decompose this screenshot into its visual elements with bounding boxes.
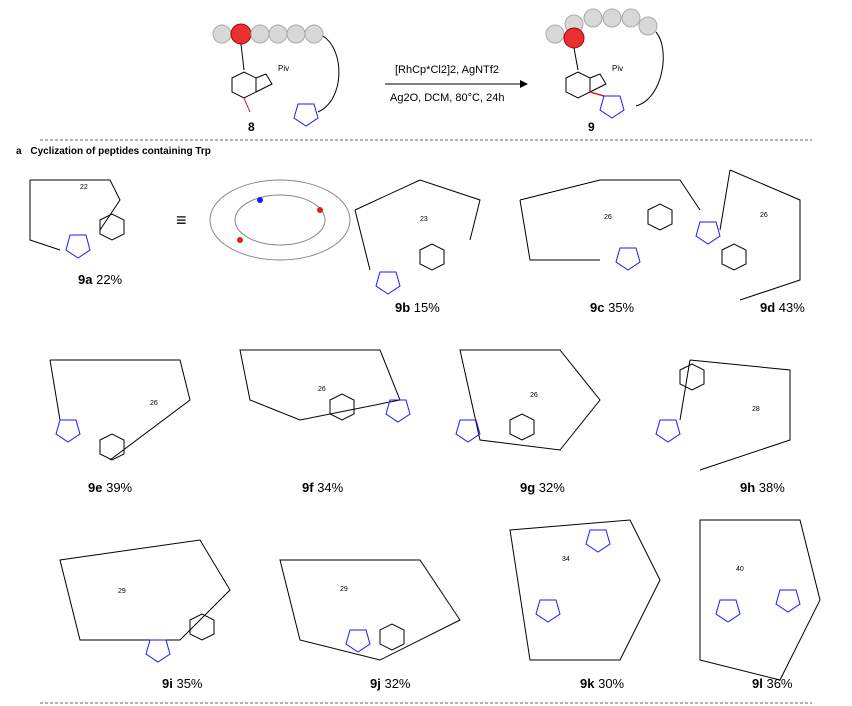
ring-size: 28 xyxy=(752,406,760,413)
section-heading: a Cyclization of peptides containing Trp xyxy=(16,146,217,157)
section-letter: a xyxy=(16,146,22,157)
crystal-structure xyxy=(209,179,351,261)
compound-label: 9f 34% xyxy=(302,480,344,495)
compound-label: 9j 32% xyxy=(370,676,411,691)
compound-label: 9k 30% xyxy=(580,676,625,691)
section-title: Cyclization of peptides containing Trp xyxy=(30,146,211,157)
ring-size: 23 xyxy=(420,216,428,223)
compound-8-label: 8 xyxy=(248,120,255,134)
ring-size: 26 xyxy=(318,386,326,393)
compound-label: 9l 36% xyxy=(752,676,793,691)
compound-label: 9g 32% xyxy=(520,480,565,495)
reagents-line2: Ag2O, DCM, 80°C, 24h xyxy=(390,92,505,104)
peptide-beads-start xyxy=(212,23,324,45)
compound-label: 9e 39% xyxy=(88,480,133,495)
ring-size: 34 xyxy=(562,556,570,563)
reagents-line1: [RhCp*Cl2]2, AgNTf2 xyxy=(395,64,499,76)
compound-label: 9h 38% xyxy=(740,480,785,495)
ring-size: 29 xyxy=(340,586,348,593)
peptide-beads-product xyxy=(545,8,658,49)
piv-label: Piv xyxy=(278,64,290,73)
ring-size: 26 xyxy=(604,214,612,221)
compound-label: 9b 15% xyxy=(395,300,440,315)
compound-label: 9i 35% xyxy=(162,676,203,691)
ring-size: 22 xyxy=(80,184,88,191)
svg-text:≡: ≡ xyxy=(176,210,187,230)
ring-size: 26 xyxy=(760,212,768,219)
piv-label: Piv xyxy=(612,64,624,73)
ring-size: 40 xyxy=(736,566,744,573)
ring-size: 26 xyxy=(530,392,538,399)
compound-label: 9d 43% xyxy=(760,300,805,315)
compound-sketches xyxy=(29,169,821,681)
compound-label: 9a 22% xyxy=(78,272,123,287)
compound-9-label: 9 xyxy=(588,120,595,134)
ring-size: 26 xyxy=(150,400,158,407)
compound-label: 9c 35% xyxy=(590,300,635,315)
ring-size: 29 xyxy=(118,588,126,595)
